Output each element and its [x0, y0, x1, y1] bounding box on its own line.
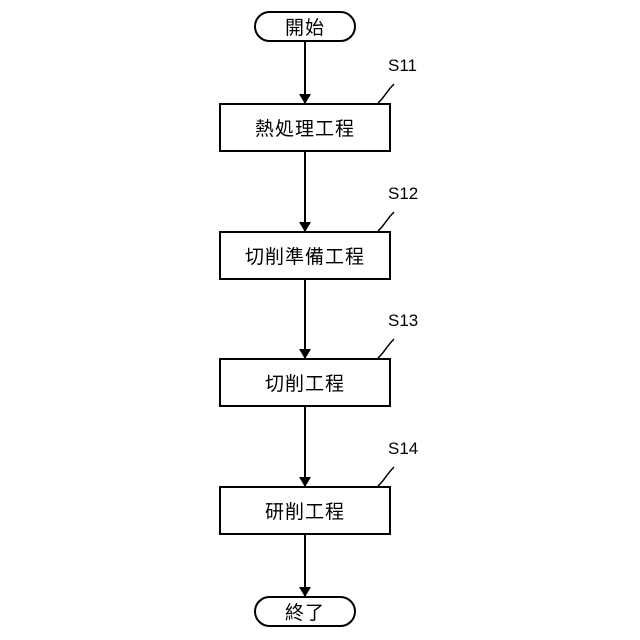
leader-line-s14 — [378, 467, 394, 486]
step-id-s13: S13 — [388, 311, 418, 331]
end-node: 終了 — [254, 596, 356, 627]
step-id-s14: S14 — [388, 439, 418, 459]
process-step-s14: 研削工程 — [219, 486, 391, 535]
leader-line-s13 — [378, 339, 394, 358]
process-step-s11: 熱処理工程 — [219, 103, 391, 152]
start-node: 開始 — [254, 11, 356, 42]
step-id-s12: S12 — [388, 184, 418, 204]
step-id-s11: S11 — [388, 56, 417, 76]
leader-line-s12 — [378, 212, 394, 231]
process-step-s12: 切削準備工程 — [219, 231, 391, 280]
process-step-s13: 切削工程 — [219, 358, 391, 407]
leader-line-s11 — [378, 84, 394, 103]
